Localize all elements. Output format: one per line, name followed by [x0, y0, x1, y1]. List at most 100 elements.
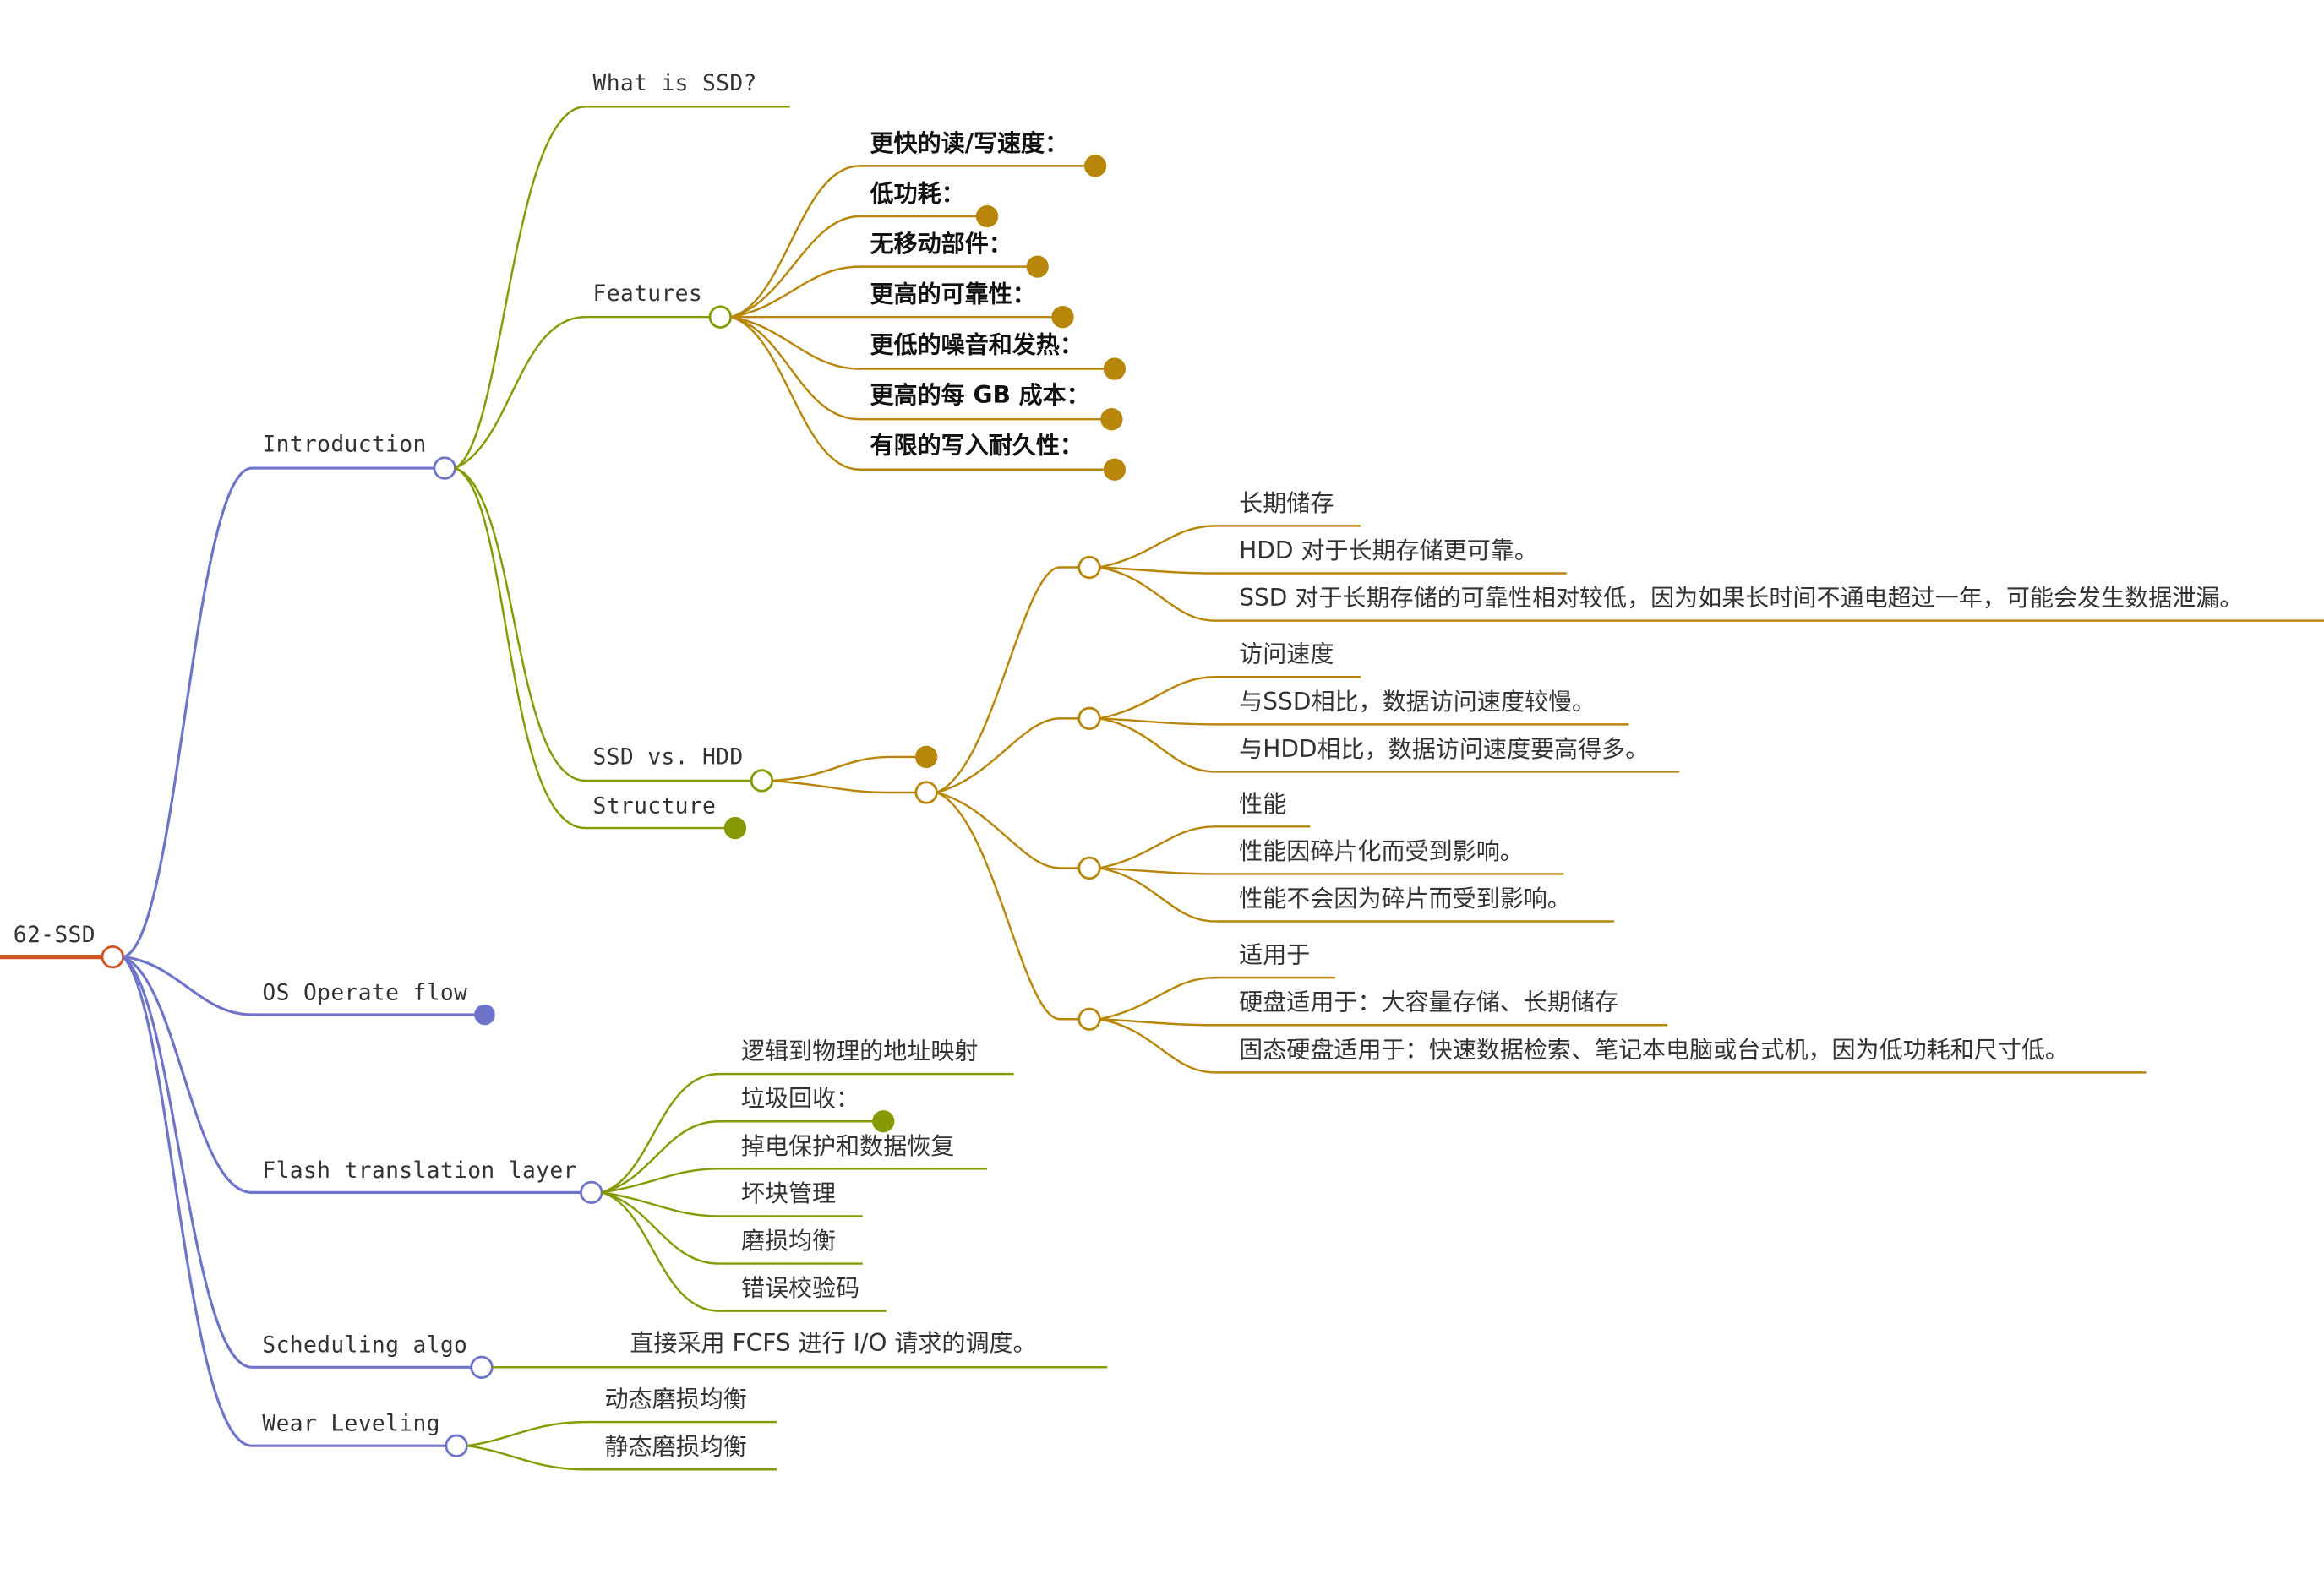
introduction-label: Introduction: [262, 433, 426, 458]
ftl-item-label: 掉电保护和数据恢复: [741, 1132, 954, 1160]
edge-feature-7: [730, 316, 1105, 471]
root-collapse-toggle[interactable]: [101, 945, 124, 969]
edge-leaf: [1099, 566, 1567, 575]
node-os-operate-flow[interactable]: OS Operate flow: [262, 980, 495, 1026]
edge-feature-6: [730, 316, 1102, 421]
feature-item[interactable]: 无移动部件：: [870, 230, 1049, 278]
comparison-group[interactable]: 适用于 硬盘适用于：大容量存储、长期储存 固态硬盘适用于：快速数据检索、笔记本电…: [1077, 941, 2147, 1074]
group-item: 性能因碎片化而受到影响。: [1239, 837, 1524, 865]
feature-expand-toggle[interactable]: [1103, 357, 1127, 380]
edge-leaf: [1099, 717, 1680, 773]
ftl-item-label: 坏块管理: [741, 1179, 836, 1207]
feature-expand-toggle[interactable]: [1026, 255, 1049, 278]
edge-ftl-2: [601, 1119, 884, 1194]
edge-leaf: [1099, 825, 1311, 869]
feature-label: 有限的写入耐久性：: [870, 432, 1083, 460]
feature-item[interactable]: 更高的可靠性：: [870, 281, 1074, 329]
edge-leaf: [1099, 1018, 1668, 1027]
os-operate-flow-label: OS Operate flow: [262, 980, 467, 1005]
edge-ftl-5: [601, 1191, 863, 1265]
group-title: 访问速度: [1239, 640, 1334, 668]
edge-leaf: [1099, 676, 1361, 720]
edge-group-4: [936, 791, 1079, 1021]
node-ftl[interactable]: Flash translation layer: [262, 1158, 603, 1205]
comparison-group[interactable]: 访问速度 与SSD相比，数据访问速度较慢。 与HDD相比，数据访问速度要高得多。: [1077, 640, 1680, 773]
features-label: Features: [593, 281, 702, 307]
ftl-item[interactable]: 错误校验码: [741, 1274, 859, 1302]
ftl-item[interactable]: 磨损均衡: [741, 1227, 836, 1255]
edge-ssd-hdd-comparison: [772, 779, 916, 794]
ftl-item[interactable]: 垃圾回收：: [741, 1085, 895, 1133]
structure-expand-toggle[interactable]: [723, 816, 747, 840]
ssd-vs-hdd-collapse-toggle[interactable]: [750, 769, 774, 792]
edge-feature-1: [730, 165, 1085, 319]
root-node[interactable]: 62-SSD: [0, 923, 124, 969]
node-what-is-ssd[interactable]: What is SSD?: [593, 71, 757, 96]
feature-item[interactable]: 更低的噪音和发热：: [870, 330, 1127, 380]
ssd-hdd-comparison-toggle[interactable]: [914, 781, 938, 804]
group-collapse-toggle[interactable]: [1077, 706, 1101, 731]
introduction-collapse-toggle[interactable]: [433, 456, 456, 480]
node-scheduling-detail[interactable]: 直接采用 FCFS 进行 I/O 请求的调度。: [492, 1329, 1108, 1369]
wear-leveling-item[interactable]: 动态磨损均衡: [605, 1386, 747, 1413]
edge-ssd-vs-hdd: [455, 466, 752, 782]
feature-label: 无移动部件：: [870, 230, 1012, 258]
node-structure[interactable]: Structure: [593, 794, 747, 840]
group-collapse-toggle[interactable]: [1077, 856, 1101, 880]
comparison-group[interactable]: 性能 性能因碎片化而受到影响。 性能不会因为碎片而受到影响。: [1077, 790, 1614, 923]
scheduling-collapse-toggle[interactable]: [470, 1355, 494, 1379]
os-operate-flow-expand-toggle[interactable]: [474, 1004, 495, 1026]
edge-ftl-4: [601, 1191, 863, 1217]
edge-features: [454, 315, 711, 470]
feature-label: 更低的噪音和发热：: [870, 330, 1083, 358]
feature-item[interactable]: 有限的写入耐久性：: [870, 432, 1127, 481]
feature-label: 低功耗：: [869, 179, 964, 207]
edge-ftl: [122, 956, 581, 1194]
edge-wear-1: [466, 1420, 777, 1447]
group-title: 性能: [1239, 790, 1286, 818]
node-introduction[interactable]: Introduction: [262, 433, 456, 480]
ftl-item-expand-toggle[interactable]: [872, 1110, 895, 1133]
group-item: 硬盘适用于：大容量存储、长期储存: [1239, 989, 1618, 1016]
features-collapse-toggle[interactable]: [708, 305, 733, 329]
ftl-item-label: 错误校验码: [741, 1274, 859, 1302]
edge-os-operate-flow: [123, 956, 477, 1016]
wear-leveling-item-label: 静态磨损均衡: [605, 1433, 747, 1461]
edge-leaf: [1099, 566, 2324, 622]
scheduling-detail-label: 直接采用 FCFS 进行 I/O 请求的调度。: [630, 1329, 1036, 1357]
edge-introduction: [123, 466, 434, 959]
node-wear-leveling[interactable]: Wear Leveling: [262, 1412, 468, 1457]
edge-leaf: [1099, 1018, 2147, 1074]
ftl-item[interactable]: 坏块管理: [741, 1179, 836, 1207]
node-scheduling-algo[interactable]: Scheduling algo: [262, 1333, 494, 1379]
feature-expand-toggle[interactable]: [1103, 458, 1127, 481]
ftl-item[interactable]: 掉电保护和数据恢复: [741, 1132, 954, 1160]
level1-edges: [122, 466, 581, 1447]
feature-item[interactable]: 更高的每 GB 成本：: [870, 381, 1123, 431]
edge-wear-leveling: [122, 956, 446, 1447]
feature-expand-toggle[interactable]: [1083, 155, 1107, 177]
feature-expand-toggle[interactable]: [975, 204, 999, 228]
feature-item[interactable]: 更快的读/写速度：: [870, 129, 1107, 177]
group-item: 性能不会因为碎片而受到影响。: [1239, 885, 1571, 912]
node-ssd-vs-hdd[interactable]: SSD vs. HDD: [593, 745, 774, 792]
ssd-hdd-collapsed-toggle[interactable]: [914, 745, 938, 769]
edge-wear-2: [466, 1444, 777, 1471]
feature-label: 更高的可靠性：: [870, 281, 1035, 308]
comparison-group[interactable]: 长期储存 HDD 对于长期存储更可靠。 SSD 对于长期存储的可靠性相对较低，因…: [1077, 489, 2324, 622]
wear-leveling-item[interactable]: 静态磨损均衡: [605, 1433, 747, 1461]
root-label: 62-SSD: [14, 923, 95, 948]
feature-item[interactable]: 低功耗：: [869, 179, 999, 228]
node-features[interactable]: Features: [593, 281, 733, 329]
ssd-vs-hdd-edges: [772, 755, 916, 794]
ftl-item[interactable]: 逻辑到物理的地址映射: [741, 1038, 979, 1065]
ftl-edges: [601, 1072, 1014, 1312]
ftl-collapse-toggle[interactable]: [580, 1180, 603, 1205]
group-collapse-toggle[interactable]: [1077, 555, 1101, 580]
feature-expand-toggle[interactable]: [1051, 306, 1074, 329]
feature-expand-toggle[interactable]: [1100, 408, 1123, 431]
group-collapse-toggle[interactable]: [1077, 1007, 1101, 1031]
edge-group-2: [936, 717, 1079, 794]
edge-group-3: [936, 791, 1079, 869]
wear-leveling-collapse-toggle[interactable]: [445, 1434, 468, 1457]
